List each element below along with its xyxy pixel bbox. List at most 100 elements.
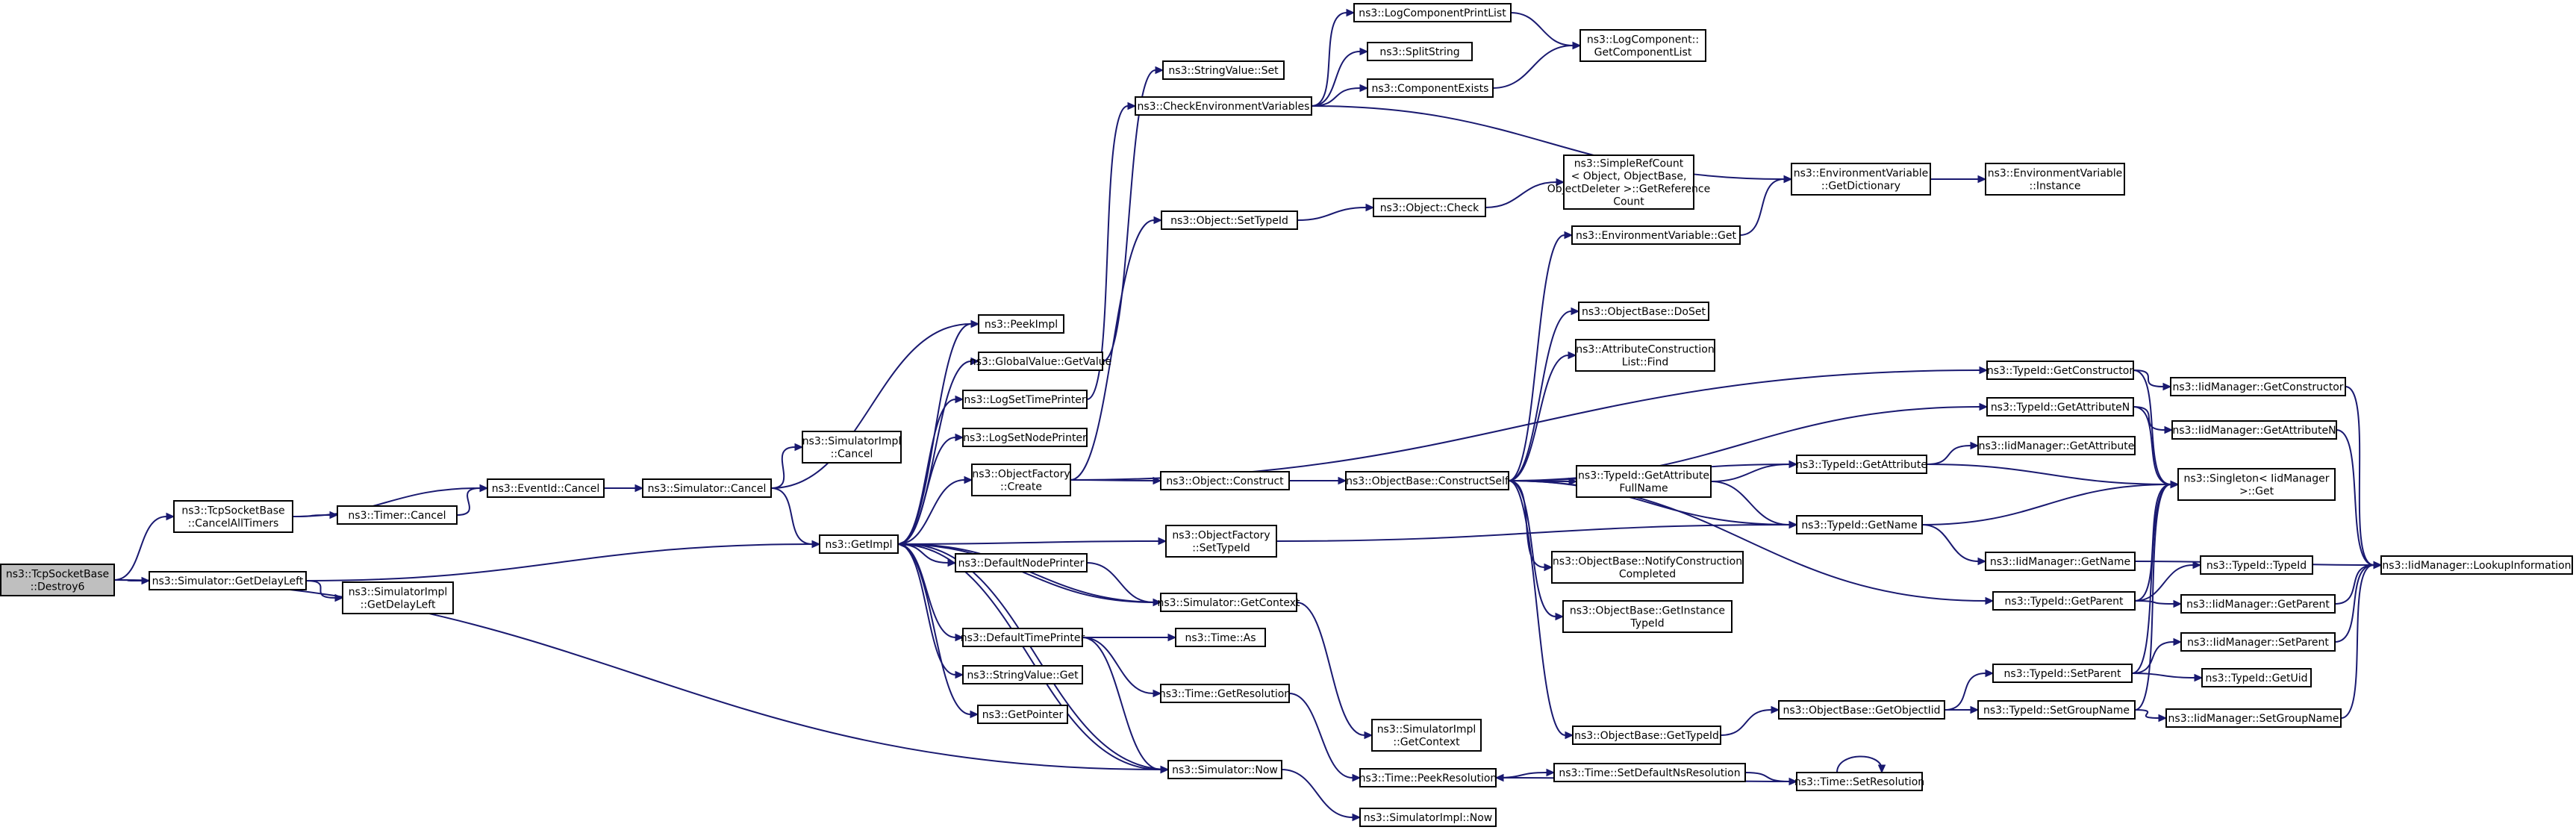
node-default-time-printer[interactable]: ns3::DefaultTimePrinter [961,628,1085,647]
node-label: ObjectDeleter >::GetReference [1547,184,1710,196]
node-simple-ref-count[interactable]: ns3::SimpleRefCount< Object, ObjectBase,… [1547,155,1710,210]
edge-line [1082,637,1154,694]
node-time-peek-resolution[interactable]: ns3::Time::PeekResolution [1359,768,1497,787]
edge-arrowhead [1359,47,1369,56]
node-type-id-type-id[interactable]: ns3::TypeId::TypeId [2200,555,2313,575]
node-obj-construct[interactable]: ns3::Object::Construct [1160,471,1290,490]
node-log-comp-print-list[interactable]: ns3::LogComponentPrintList [1353,3,1512,22]
edge-line [2133,406,2165,431]
node-log-comp-get-list[interactable]: ns3::LogComponent::GetComponentList [1579,29,1706,62]
edge-sim-now-to-sim-impl-now [1281,769,1362,822]
node-timer-cancel[interactable]: ns3::Timer::Cancel [337,505,458,525]
node-obj-set-type-id[interactable]: ns3::Object::SetTypeId [1161,210,1298,230]
node-get-impl[interactable]: ns3::GetImpl [819,534,899,554]
node-event-id-cancel[interactable]: ns3::EventId::Cancel [487,478,605,498]
node-label: ns3::SimulatorImpl [1377,724,1476,736]
node-type-id-get-attribute[interactable]: ns3::TypeId::GetAttribute [1796,455,1927,474]
node-time-set-default-ns[interactable]: ns3::Time::SetDefaultNsResolution [1553,763,1746,782]
edge-sim-get-delay-left-to-sim-impl-get-delay-left [305,580,344,602]
node-get-pointer[interactable]: ns3::GetPointer [977,705,1068,724]
node-singleton-get[interactable]: ns3::Singleton< IidManager>::Get [2177,468,2336,501]
node-box [2171,420,2337,440]
node-time-set-resolution[interactable]: ns3::Time::SetResolution [1794,772,1924,791]
node-tcp-cancel-all[interactable]: ns3::TcpSocketBase::CancelAllTimers [173,500,293,533]
node-box [2200,555,2313,575]
node-iid-get-attribute[interactable]: ns3::IidManager::GetAttribute [1977,436,2136,455]
node-string-value-get[interactable]: ns3::StringValue::Get [962,665,1083,684]
node-label: ns3::GetPointer [982,709,1064,721]
node-iid-set-group-name[interactable]: ns3::IidManager::SetGroupName [2165,708,2342,728]
node-obj-factory-create[interactable]: ns3::ObjectFactory::Create [971,464,1071,496]
node-log-set-node-printer[interactable]: ns3::LogSetNodePrinter [962,428,1088,447]
node-time-as[interactable]: ns3::Time::As [1175,628,1266,647]
node-iid-get-parent[interactable]: ns3::IidManager::GetParent [2180,594,2336,614]
node-string-value-set[interactable]: ns3::StringValue::Set [1162,60,1285,80]
node-sim-get-delay-left[interactable]: ns3::Simulator::GetDelayLeft [149,571,307,590]
edge-obj-check-to-simple-ref-count [1485,178,1565,208]
node-split-string[interactable]: ns3::SplitString [1367,42,1473,61]
node-iid-lookup-info[interactable]: ns3::IidManager::LookupInformation [2380,555,2573,575]
node-iid-get-constructor[interactable]: ns3::IidManager::GetConstructor [2170,377,2346,396]
edge-arrowhead [1555,612,1565,621]
node-env-var-get-dict[interactable]: ns3::EnvironmentVariable::GetDictionary [1791,163,1931,196]
node-obj-base-construct-self[interactable]: ns3::ObjectBase::ConstructSelf [1345,471,1509,490]
edge-arrowhead [955,670,964,679]
node-component-exists[interactable]: ns3::ComponentExists [1367,78,1494,98]
node-box [1986,397,2134,416]
edge-type-id-get-attribute-n-to-singleton-get [2133,406,2180,489]
edge-arrowhead [1877,764,1886,774]
node-env-var-instance[interactable]: ns3::EnvironmentVariable::Instance [1985,163,2125,196]
node-obj-factory-set-type-id[interactable]: ns3::ObjectFactory::SetTypeId [1165,525,1277,558]
node-log-set-time-printer[interactable]: ns3::LogSetTimePrinter [962,390,1088,409]
node-sim-impl-get-delay-left[interactable]: ns3::SimulatorImpl::GetDelayLeft [342,581,454,614]
edge-line [897,543,1161,770]
node-box [978,314,1064,334]
node-default-node-printer[interactable]: ns3::DefaultNodePrinter [955,553,1088,573]
node-type-id-get-parent[interactable]: ns3::TypeId::GetParent [1992,591,2136,611]
node-check-env[interactable]: ns3::CheckEnvironmentVariables [1135,96,1312,116]
node-obj-base-do-set[interactable]: ns3::ObjectBase::DoSet [1578,302,1709,321]
node-sim-now[interactable]: ns3::Simulator::Now [1167,760,1282,779]
node-obj-base-notify[interactable]: ns3::ObjectBase::NotifyConstructionCompl… [1551,551,1744,584]
node-env-var-get[interactable]: ns3::EnvironmentVariable::Get [1571,225,1741,245]
node-label: < Object, ObjectBase, [1571,171,1687,183]
edge-arrowhead [896,540,906,549]
node-iid-get-attribute-n[interactable]: ns3::IidManager::GetAttributeN [2171,420,2337,440]
edge-arrowhead [1979,366,1989,375]
node-box [0,564,115,596]
node-label: ns3::SimulatorImpl::Now [1364,812,1493,824]
node-label: ns3::StringValue::Set [1168,65,1279,77]
node-type-id-get-name[interactable]: ns3::TypeId::GetName [1796,515,1923,534]
node-sim-cancel[interactable]: ns3::Simulator::Cancel [642,478,772,498]
node-obj-base-get-object-iid[interactable]: ns3::ObjectBase::GetObjectIid [1778,700,1945,720]
node-peek-impl[interactable]: ns3::PeekImpl [978,314,1064,334]
node-obj-check[interactable]: ns3::Object::Check [1373,198,1486,217]
node-box [802,431,902,464]
node-iid-get-name[interactable]: ns3::IidManager::GetName [1985,552,2136,571]
node-type-id-set-parent[interactable]: ns3::TypeId::SetParent [1992,664,2133,683]
edge-type-id-get-attr-full-name-to-type-id-get-name [1710,481,1798,529]
node-type-id-get-constructor[interactable]: ns3::TypeId::GetConstructor [1986,361,2134,380]
node-time-get-resolution[interactable]: ns3::Time::GetResolution [1159,684,1291,703]
node-obj-base-get-type-id[interactable]: ns3::ObjectBase::GetTypeId [1572,726,1721,745]
node-root[interactable]: ns3::TcpSocketBase::Destroy6 [0,564,115,596]
node-sim-impl-get-context[interactable]: ns3::SimulatorImpl::GetContext [1371,719,1482,752]
edge-line [897,437,956,545]
node-global-get-value[interactable]: ns3::GlobalValue::GetValue [970,352,1111,371]
node-box [1985,163,2125,196]
node-sim-get-context[interactable]: ns3::Simulator::GetContext [1157,593,1300,612]
node-box [487,478,605,498]
node-iid-set-parent[interactable]: ns3::IidManager::SetParent [2180,632,2336,652]
node-label: ns3::SimulatorImpl [349,587,448,599]
node-type-id-get-attribute-n[interactable]: ns3::TypeId::GetAttributeN [1986,397,2134,416]
edge-arrowhead [1167,633,1177,642]
node-sim-impl-now[interactable]: ns3::SimulatorImpl::Now [1359,808,1497,827]
node-sim-impl-cancel[interactable]: ns3::SimulatorImpl::Cancel [802,431,902,464]
node-type-id-set-group-name[interactable]: ns3::TypeId::SetGroupName [1977,700,2136,720]
edge-type-id-get-attr-full-name-to-type-id-get-attribute [1710,460,1798,482]
node-type-id-get-uid[interactable]: ns3::TypeId::GetUid [2201,668,2312,687]
node-box [1160,684,1290,703]
